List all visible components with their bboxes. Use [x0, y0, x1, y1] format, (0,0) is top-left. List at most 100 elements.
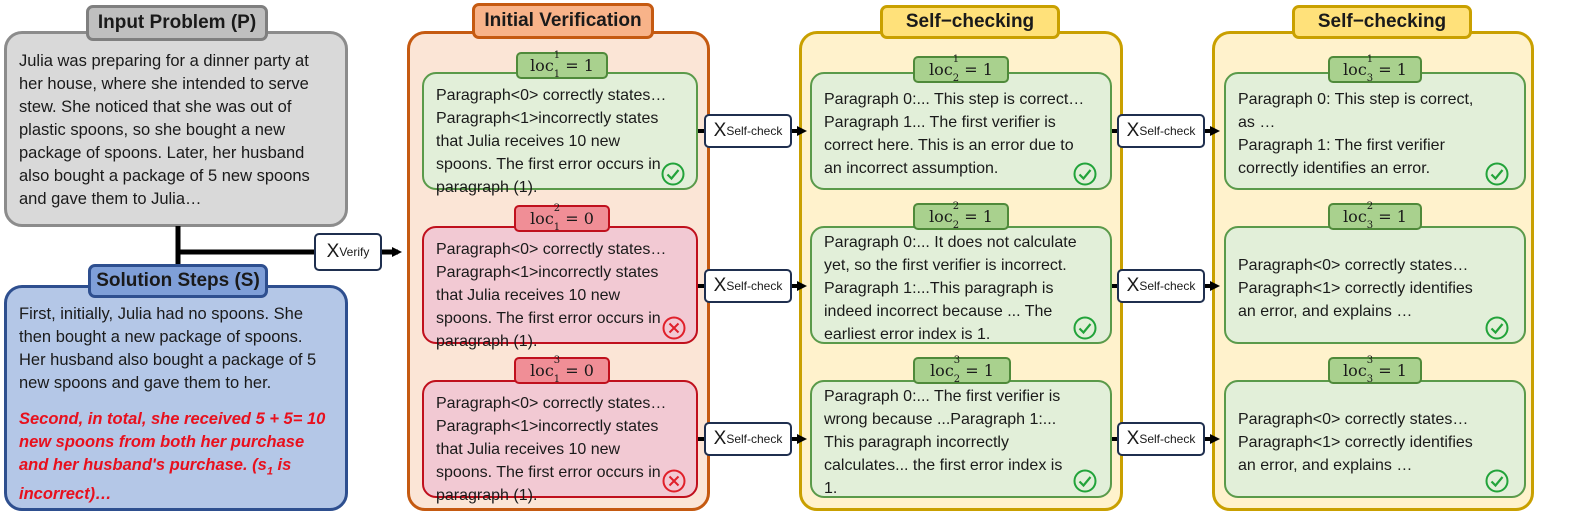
correct-check-icon	[1485, 316, 1509, 340]
loc-label: loc	[530, 56, 554, 75]
verify-card-2: Paragraph<0> correctly states… Paragraph…	[422, 226, 698, 350]
loc-sup: 1	[553, 49, 561, 61]
selfcheck2-card-2: Paragraph<0> correctly states… Paragraph…	[1224, 226, 1526, 344]
selfcheck-operator-main: X	[713, 120, 727, 141]
self-checking-title-2: Self−checking	[1292, 5, 1472, 39]
selfcheck-operator-main: X	[713, 428, 727, 449]
loc-value: 1	[1396, 207, 1407, 226]
correct-check-icon	[1073, 469, 1097, 493]
incorrect-cross-icon	[662, 469, 686, 493]
selfcheck2-card-3: Paragraph<0> correctly states… Paragraph…	[1224, 380, 1526, 498]
input-problem-text: Julia was preparing for a dinner party a…	[19, 52, 310, 208]
selfcheck-operator-sub: Self-check	[1139, 279, 1196, 293]
solution-steps-panel	[4, 285, 348, 511]
loc-value: 0	[583, 209, 594, 228]
correct-check-icon	[1073, 162, 1097, 186]
solution-steps-text: First, initially, Julia had no spoons. S…	[19, 305, 317, 392]
loc-sub: 2	[952, 220, 960, 231]
loc-value: 1	[982, 207, 993, 226]
loc-sup: 3	[553, 354, 561, 366]
loc-sub: 3	[1366, 220, 1374, 231]
loc-value: 1	[1396, 60, 1407, 79]
loc-label: loc	[930, 361, 954, 380]
loc-value: 0	[583, 361, 594, 380]
selfcheck-operator-main: X	[1126, 275, 1140, 296]
selfcheck-operator-sub: Self-check	[726, 124, 783, 138]
loc-value: 1	[1396, 361, 1407, 380]
loc-sup: 3	[953, 354, 961, 366]
selfcheck-card-text: Paragraph<0> correctly states… Paragraph…	[1238, 411, 1473, 474]
input-problem-title: Input Problem (P)	[86, 5, 268, 41]
selfcheck-card-text: Paragraph 0:... It does not calculate ye…	[824, 234, 1077, 343]
selfcheck-card-text: Paragraph 0:... This step is correct… Pa…	[824, 91, 1085, 177]
loc-label: loc	[929, 207, 953, 226]
loc-label: loc	[1343, 361, 1367, 380]
loc-value: 1	[983, 361, 994, 380]
selfcheck-card-text: Paragraph 0:... The first verifier is wr…	[824, 388, 1063, 497]
loc-sub: 3	[1366, 374, 1374, 385]
loc-sup: 1	[952, 53, 960, 65]
loc-sup: 2	[952, 200, 960, 212]
selfcheck2-card-1: Paragraph 0: This step is correct, as … …	[1224, 72, 1526, 190]
verify-operator-sub: Verify	[339, 245, 370, 259]
loc-sup: 2	[553, 202, 561, 214]
verify-card-1: Paragraph<0> correctly states… Paragraph…	[422, 72, 698, 196]
selfcheck-operator-main: X	[1126, 120, 1140, 141]
solution-steps-title: Solution Steps (S)	[88, 264, 268, 298]
loc-label: loc	[530, 361, 554, 380]
selfcheck-operator-main: X	[1126, 428, 1140, 449]
incorrect-cross-icon	[662, 316, 686, 340]
loc-sub: 2	[953, 374, 961, 385]
selfcheck-operator-sub: Self-check	[1139, 124, 1196, 138]
correct-check-icon	[1485, 162, 1509, 186]
correct-check-icon	[1485, 469, 1509, 493]
self-checking-title-1: Self−checking	[880, 5, 1060, 39]
loc-label: loc	[1343, 60, 1367, 79]
loc-value: 1	[982, 60, 993, 79]
loc-sub: 1	[553, 374, 561, 385]
selfcheck-operator-sub: Self-check	[726, 432, 783, 446]
selfcheck1-card-2: Paragraph 0:... It does not calculate ye…	[810, 226, 1112, 344]
selfcheck1-card-3: Paragraph 0:... The first verifier is wr…	[810, 380, 1112, 498]
correct-check-icon	[661, 162, 685, 186]
selfcheck-card-text: Paragraph 0: This step is correct, as … …	[1238, 91, 1474, 177]
verify-card-text: Paragraph<0> correctly states… Paragraph…	[436, 241, 667, 350]
selfcheck-operator-sub: Self-check	[726, 279, 783, 293]
verify-card-text: Paragraph<0> correctly states… Paragraph…	[436, 395, 667, 504]
loc-label: loc	[1343, 207, 1367, 226]
loc-label: loc	[929, 60, 953, 79]
verify-operator-main: X	[326, 241, 340, 262]
loc-sub: 1	[553, 222, 561, 233]
solution-error-main: Second, in total, she received 5 + 5= 10…	[19, 410, 326, 474]
loc-label: loc	[530, 209, 554, 228]
loc-sup: 3	[1366, 354, 1374, 366]
loc-sup: 2	[1366, 200, 1374, 212]
initial-verification-title: Initial Verification	[472, 3, 654, 39]
solution-error-sub: 1	[266, 465, 273, 478]
selfcheck-operator-main: X	[713, 275, 727, 296]
verify-card-3: Paragraph<0> correctly states… Paragraph…	[422, 380, 698, 504]
selfcheck-card-text: Paragraph<0> correctly states… Paragraph…	[1238, 257, 1473, 320]
loc-value: 1	[583, 56, 594, 75]
selfcheck1-card-1: Paragraph 0:... This step is correct… Pa…	[810, 72, 1112, 190]
loc-sub: 2	[952, 73, 960, 84]
loc-sub: 3	[1366, 73, 1374, 84]
selfcheck-operator-sub: Self-check	[1139, 432, 1196, 446]
solution-steps-error: Second, in total, she received 5 + 5= 10…	[19, 408, 345, 506]
